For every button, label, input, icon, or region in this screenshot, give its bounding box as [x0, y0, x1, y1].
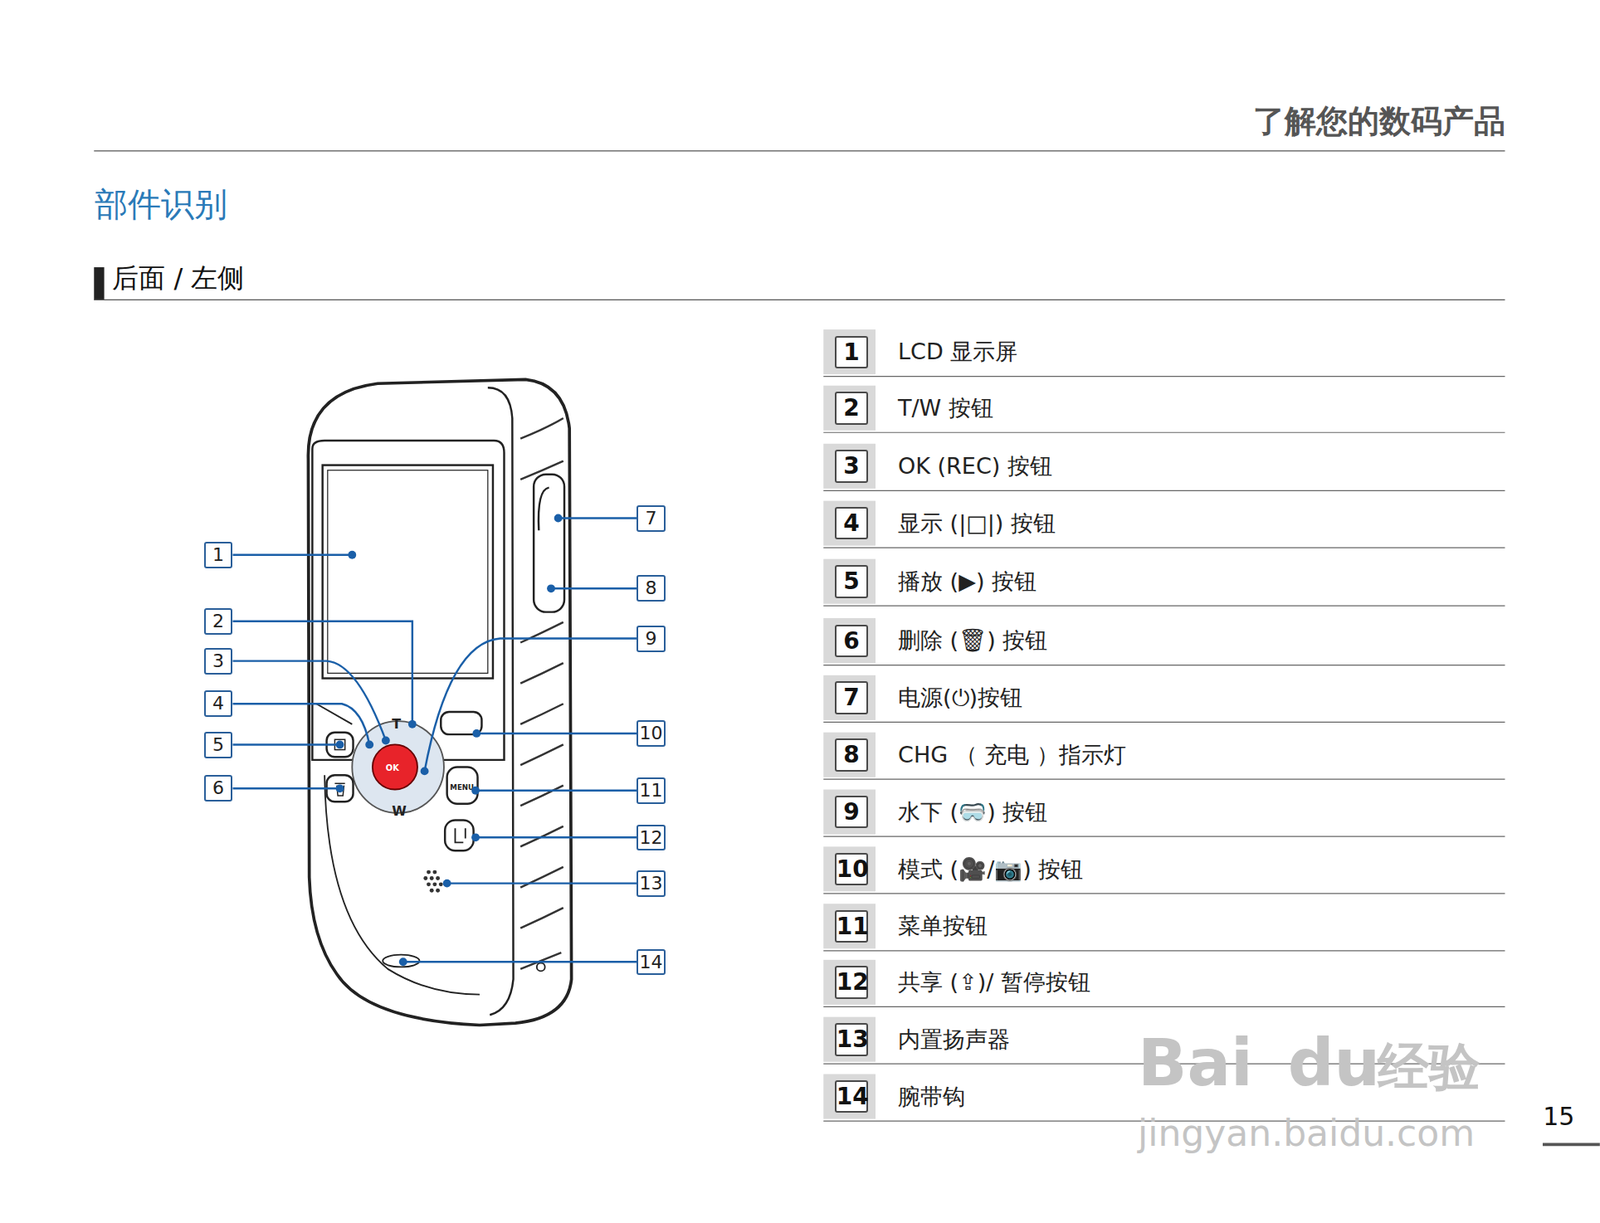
callout-number: 10: [636, 720, 665, 747]
leader-dots: [336, 514, 563, 967]
row-rule: [823, 835, 1505, 837]
svg-text:MENU: MENU: [449, 783, 474, 792]
section-heading: 后面 / 左侧: [112, 260, 244, 298]
row-number: 10: [834, 853, 869, 886]
row-number: 1: [834, 336, 869, 369]
row-rule: [823, 950, 1505, 952]
callout-number: 1: [204, 541, 233, 569]
number-band: [823, 443, 876, 489]
row-number: 5: [834, 565, 869, 598]
number-band: [823, 385, 876, 431]
page-rule: [1542, 1142, 1600, 1147]
number-band: [823, 329, 876, 375]
row-number: 3: [834, 449, 869, 483]
callout-number: 14: [636, 949, 665, 976]
part-name: 腕带钩: [897, 1082, 966, 1112]
number-band: [823, 559, 876, 605]
number-band: [823, 732, 876, 778]
number-band: [823, 960, 876, 1005]
row-rule: [823, 721, 1505, 723]
callout-number: 2: [204, 608, 233, 635]
row-number: 13: [834, 1023, 869, 1056]
callout-number: 5: [204, 731, 233, 759]
watermark: du: [1287, 1025, 1381, 1101]
button-marks: T W OK MENU: [385, 716, 474, 820]
row-rule: [823, 432, 1505, 434]
section-rule: [93, 299, 1505, 301]
part-name: LCD 显示屏: [897, 337, 1018, 366]
part-name: 内置扬声器: [897, 1025, 1010, 1054]
part-name: 模式 (🎥/📷) 按钮: [897, 855, 1083, 884]
callout-number: 3: [204, 648, 233, 675]
row-rule: [823, 605, 1505, 607]
number-band: [823, 790, 876, 835]
number-band: [823, 903, 876, 949]
row-rule: [823, 490, 1505, 492]
row-rule: [823, 892, 1505, 894]
part-name: 电源(⏻)按钮: [897, 683, 1023, 713]
speaker-holes: [423, 870, 443, 893]
row-number: 4: [834, 507, 869, 540]
callout-number: 12: [636, 824, 665, 852]
grip-ribs: [520, 418, 564, 970]
row-number: 12: [834, 965, 869, 999]
part-name: 播放 (▶) 按钮: [897, 567, 1037, 596]
row-number: 6: [834, 624, 869, 658]
part-name: 删除 (🗑) 按钮: [897, 626, 1048, 655]
row-rule: [823, 779, 1505, 781]
callout-number: 9: [636, 625, 665, 653]
part-name: 共享 (⇪)/ 暂停按钮: [897, 968, 1091, 997]
row-number: 11: [834, 910, 869, 943]
callout-number: 6: [204, 775, 233, 802]
leader-lines: [232, 518, 637, 963]
camera-body: [307, 379, 571, 1025]
row-rule: [823, 664, 1505, 666]
svg-text:W: W: [391, 803, 407, 820]
section-bar: [93, 267, 104, 300]
part-name: CHG （ 充电 ）指示灯: [897, 741, 1127, 770]
row-number: 2: [834, 391, 869, 425]
svg-text:T: T: [391, 716, 401, 732]
number-band: [823, 1074, 876, 1120]
watermark: 经验: [1377, 1032, 1481, 1103]
callout-number: 13: [636, 870, 665, 898]
row-rule: [823, 375, 1505, 377]
part-name: 菜单按钮: [897, 912, 988, 941]
row-number: 7: [834, 681, 869, 714]
running-header: 了解您的数码产品: [1253, 100, 1506, 143]
parts-table: [823, 329, 1505, 1122]
number-band: [823, 846, 876, 892]
callout-number: 11: [636, 777, 665, 805]
page-number: 15: [1542, 1102, 1575, 1132]
watermark: jingyan.baidu.com: [1137, 1112, 1475, 1155]
number-band: [823, 675, 876, 721]
watermark: Bai: [1137, 1025, 1254, 1101]
header-rule: [93, 150, 1505, 152]
number-band: [823, 618, 876, 664]
part-name: OK (REC) 按钮: [897, 452, 1053, 481]
part-name: 显示 (|□|) 按钮: [897, 509, 1056, 538]
row-number: 8: [834, 738, 869, 771]
row-rule: [823, 547, 1505, 549]
row-rule: [823, 1006, 1505, 1008]
row-number: 14: [834, 1080, 869, 1113]
callout-number: 7: [636, 505, 665, 532]
callout-number: 8: [636, 575, 665, 602]
page-title: 部件识别: [94, 181, 228, 228]
part-name: T/W 按钮: [897, 394, 994, 423]
callout-number: 4: [204, 690, 233, 718]
svg-text:OK: OK: [385, 763, 400, 773]
row-number: 9: [834, 795, 869, 829]
number-band: [823, 501, 876, 547]
part-name: 水下 (🥽) 按钮: [897, 798, 1048, 827]
number-band: [823, 1017, 876, 1063]
